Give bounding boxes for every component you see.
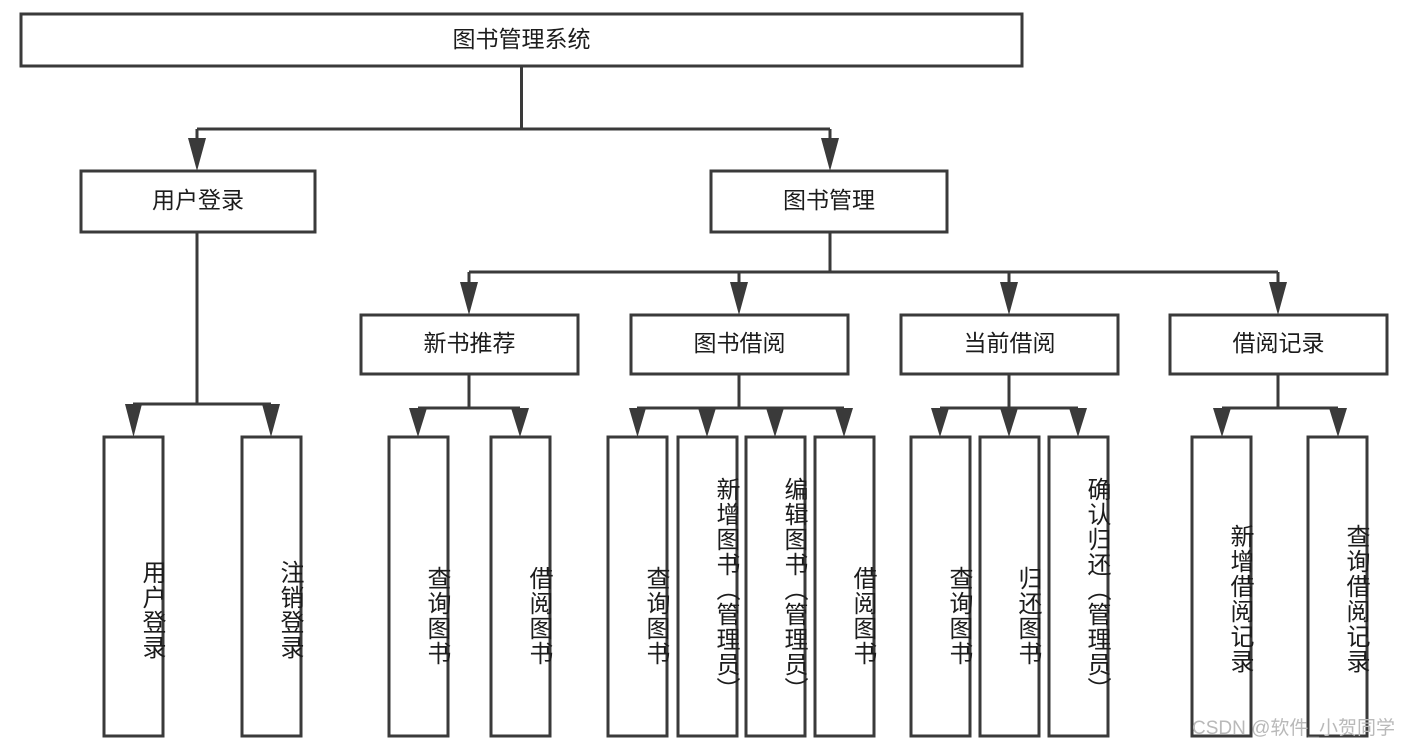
node-borrow-record-box[interactable] xyxy=(1168,313,1389,376)
leaf-box-user-login-1[interactable] xyxy=(240,435,303,738)
arrow-head-bb-1 xyxy=(629,408,646,437)
leaf-node-book-borrow-2[interactable] xyxy=(744,435,807,738)
node-user-login-label: 用户登录 xyxy=(152,187,244,213)
arrow-head-nb-2 xyxy=(511,408,529,437)
node-book-borrow-label: 图书借阅 xyxy=(694,330,786,356)
arrow-head-nb-1 xyxy=(409,408,427,437)
node-borrow-record-label: 借阅记录 xyxy=(1233,330,1325,356)
leaf-box-new-book-0[interactable] xyxy=(387,435,450,738)
leaf-node-new-book-1[interactable] xyxy=(489,435,552,738)
leaf-box-current-borrow-1[interactable] xyxy=(978,435,1041,738)
connector-group-new-book xyxy=(409,374,529,437)
arrow-head-bb-2 xyxy=(698,408,716,437)
leaf-box-user-login-0[interactable] xyxy=(102,435,165,738)
connector-group-user-login xyxy=(125,232,280,437)
node-root-box[interactable] xyxy=(19,12,1024,68)
leaf-box-book-borrow-2[interactable] xyxy=(744,435,807,738)
node-current-borrow-box[interactable] xyxy=(899,313,1120,376)
connector-group-book-manage xyxy=(460,232,1287,315)
leaf-node-current-borrow-0[interactable] xyxy=(909,435,972,738)
node-new-book-recommend-box[interactable] xyxy=(359,313,580,376)
arrow-head-root-1 xyxy=(188,138,206,171)
leaf-node-user-login-1[interactable] xyxy=(240,435,303,738)
leaf-node-borrow-record-0[interactable] xyxy=(1190,435,1253,738)
leaf-node-new-book-0[interactable] xyxy=(387,435,450,738)
arrow-head-br-1 xyxy=(1213,408,1231,437)
arrow-head-cb-1 xyxy=(931,408,949,437)
node-current-borrow-label: 当前借阅 xyxy=(964,330,1056,356)
arrow-head-ul-2 xyxy=(262,404,280,437)
connector-group-root xyxy=(188,66,839,171)
arrow-head-bb-3 xyxy=(766,408,784,437)
node-book-manage[interactable]: 图书管理 xyxy=(709,169,949,234)
arrow-head-bb-4 xyxy=(835,408,853,437)
leaf-box-book-borrow-1[interactable] xyxy=(676,435,739,738)
arrow-head-bm-4 xyxy=(1269,282,1287,315)
leaf-box-new-book-1[interactable] xyxy=(489,435,552,738)
leaf-box-borrow-record-1[interactable] xyxy=(1306,435,1369,738)
leaf-node-current-borrow-1[interactable] xyxy=(978,435,1041,738)
arrow-head-ul-1 xyxy=(125,404,142,437)
connector-group-current-borrow xyxy=(931,374,1087,437)
node-book-borrow[interactable]: 图书借阅 xyxy=(629,313,850,376)
leaf-box-current-borrow-0[interactable] xyxy=(909,435,972,738)
node-user-login-box[interactable] xyxy=(79,169,317,234)
node-root[interactable]: 图书管理系统 xyxy=(19,12,1024,68)
node-book-borrow-box[interactable] xyxy=(629,313,850,376)
leaf-box-book-borrow-3[interactable] xyxy=(813,435,876,738)
arrow-head-cb-2 xyxy=(1000,408,1018,437)
arrow-head-root-2 xyxy=(821,138,839,171)
node-root-label: 图书管理系统 xyxy=(453,26,591,52)
leaf-box-current-borrow-2[interactable] xyxy=(1047,435,1110,738)
node-new-book-recommend-label: 新书推荐 xyxy=(424,330,516,356)
leaf-node-current-borrow-2[interactable] xyxy=(1047,435,1110,738)
arrow-head-bm-2 xyxy=(730,282,748,315)
leaf-node-book-borrow-1[interactable] xyxy=(676,435,739,738)
node-borrow-record[interactable]: 借阅记录 xyxy=(1168,313,1389,376)
leaf-box-borrow-record-0[interactable] xyxy=(1190,435,1253,738)
connector-group-book-borrow xyxy=(629,374,853,437)
connector-group-borrow-record xyxy=(1213,374,1347,437)
node-book-manage-label: 图书管理 xyxy=(783,187,875,213)
leaf-node-user-login-0[interactable] xyxy=(102,435,165,738)
csdn-watermark: CSDN @软件_小贺同学 xyxy=(1192,718,1395,739)
leaf-node-borrow-record-1[interactable] xyxy=(1306,435,1369,738)
node-user-login[interactable]: 用户登录 xyxy=(79,169,317,234)
leaf-node-book-borrow-3[interactable] xyxy=(813,435,876,738)
arrow-head-bm-1 xyxy=(460,282,478,315)
arrow-head-bm-3 xyxy=(1000,282,1018,315)
leaf-node-book-borrow-0[interactable] xyxy=(606,435,669,738)
node-current-borrow[interactable]: 当前借阅 xyxy=(899,313,1120,376)
arrow-head-br-2 xyxy=(1329,408,1347,437)
leaf-box-book-borrow-0[interactable] xyxy=(606,435,669,738)
node-new-book-recommend[interactable]: 新书推荐 xyxy=(359,313,580,376)
arrow-head-cb-3 xyxy=(1069,408,1087,437)
node-book-manage-box[interactable] xyxy=(709,169,949,234)
